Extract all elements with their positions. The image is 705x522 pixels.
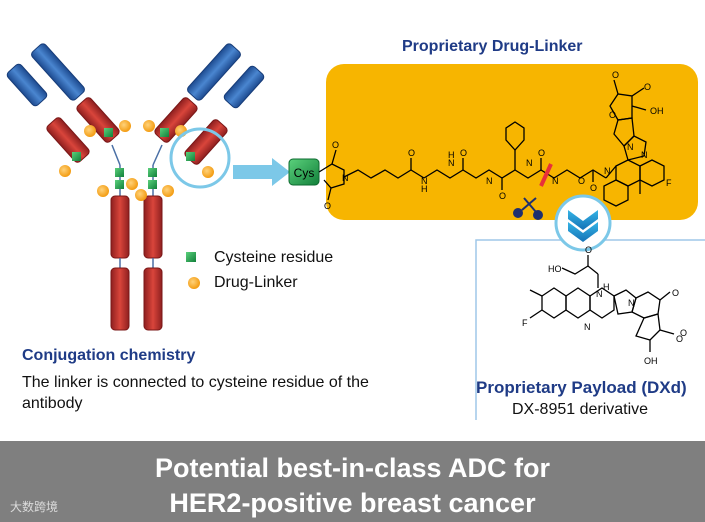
light-chain-left-lower (6, 63, 48, 107)
conjugation-title: Conjugation chemistry (22, 347, 196, 364)
drug-linker-sphere (119, 120, 131, 132)
light-chain-right-upper (187, 43, 241, 101)
cysteine-residue (186, 152, 195, 161)
legend-cysteine-label: Cysteine residue (214, 249, 334, 266)
svg-text:N: N (641, 150, 648, 160)
svg-text:H: H (421, 184, 428, 194)
svg-text:H: H (448, 150, 455, 160)
heavy-chain-left-fab-upper (76, 97, 120, 143)
svg-text:N: N (627, 142, 634, 152)
scissors-icon (513, 197, 543, 220)
legend-drug-linker-icon (188, 277, 200, 289)
linker-structure-labels: O O N O N H N H O N O N O N O O N N N F … (324, 70, 672, 211)
svg-text:O: O (324, 201, 331, 211)
svg-text:O: O (460, 148, 467, 158)
svg-text:N: N (486, 176, 493, 186)
svg-text:O: O (585, 245, 592, 255)
svg-text:O: O (499, 191, 506, 201)
heavy-chain-left-fab-lower (46, 117, 90, 163)
drug-linkers (59, 120, 214, 201)
svg-text:O: O (578, 176, 585, 186)
svg-text:F: F (522, 318, 528, 328)
cysteine-residue (115, 168, 124, 177)
svg-text:O: O (609, 110, 616, 120)
svg-text:F: F (666, 178, 672, 188)
footer-line-2: HER2-positive breast cancer (169, 488, 536, 518)
svg-text:N: N (421, 176, 428, 186)
svg-text:N: N (628, 298, 635, 308)
drug-linker-sphere (126, 178, 138, 190)
drug-linker-sphere (143, 120, 155, 132)
svg-text:O: O (680, 328, 687, 338)
svg-text:N: N (552, 176, 559, 186)
fc-right-upper (143, 195, 163, 259)
drug-linker-sphere (162, 185, 174, 197)
light-chain-left-upper (31, 43, 85, 101)
fc-left-upper (110, 195, 130, 259)
svg-text:N: N (526, 158, 533, 168)
svg-text:O: O (612, 70, 619, 80)
svg-text:O: O (672, 288, 679, 298)
cys-label: Cys (294, 166, 315, 180)
payload-panel-border (475, 239, 705, 420)
svg-text:O: O (408, 148, 415, 158)
svg-text:N: N (448, 158, 455, 168)
drug-linker-sphere (97, 185, 109, 197)
chevron-down-icon (568, 210, 598, 242)
linker-structure (318, 79, 665, 207)
footer-line-1: Potential best-in-class ADC for (154, 453, 551, 483)
drug-linker-box (326, 64, 698, 220)
cysteine-residue (115, 180, 124, 189)
svg-text:OH: OH (650, 106, 664, 116)
cysteine-residue (72, 152, 81, 161)
footer-banner: Potential best-in-class ADC for HER2-pos… (0, 441, 705, 522)
cysteine-residue (160, 128, 169, 137)
payload-structure (529, 255, 675, 352)
payload-title: Proprietary Payload (DXd) (476, 378, 687, 397)
svg-text:O: O (644, 82, 651, 92)
legend-drug-linker-label: Drug-Linker (214, 274, 298, 291)
svg-text:H: H (603, 282, 610, 292)
cysteine-residue (148, 180, 157, 189)
conjugation-description: The linker is connected to cysteine resi… (22, 374, 369, 412)
svg-text:OH: OH (644, 356, 658, 366)
cleavage-mark (539, 163, 553, 187)
svg-text:O: O (676, 334, 683, 344)
drug-linker-sphere (59, 165, 71, 177)
svg-text:O: O (538, 148, 545, 158)
svg-text:HO: HO (548, 264, 562, 274)
watermark: 大数跨境 (10, 500, 59, 514)
svg-text:N: N (604, 166, 611, 176)
svg-text:N: N (584, 322, 591, 332)
fc-left-lower (110, 267, 130, 331)
payload-structure-labels: HO O N H F N N O O O OH (522, 245, 687, 366)
drug-linker-title: Proprietary Drug-Linker (402, 38, 583, 55)
drug-linker-sphere (84, 125, 96, 137)
drug-linker-sphere (135, 189, 147, 201)
drug-linker-sphere (202, 166, 214, 178)
payload-subtitle: DX-8951 derivative (512, 401, 649, 418)
fc-right-lower (143, 267, 163, 331)
highlight-circle (169, 127, 231, 189)
svg-text:N: N (596, 289, 603, 299)
svg-text:O: O (332, 140, 339, 150)
legend-cysteine-icon (186, 252, 196, 262)
arrow-icon (233, 158, 290, 186)
light-chain-right-lower (223, 65, 265, 109)
svg-text:N: N (342, 173, 349, 183)
cysteine-residue (148, 168, 157, 177)
cysteine-residues (72, 128, 195, 189)
svg-text:O: O (590, 183, 597, 193)
cysteine-residue (104, 128, 113, 137)
